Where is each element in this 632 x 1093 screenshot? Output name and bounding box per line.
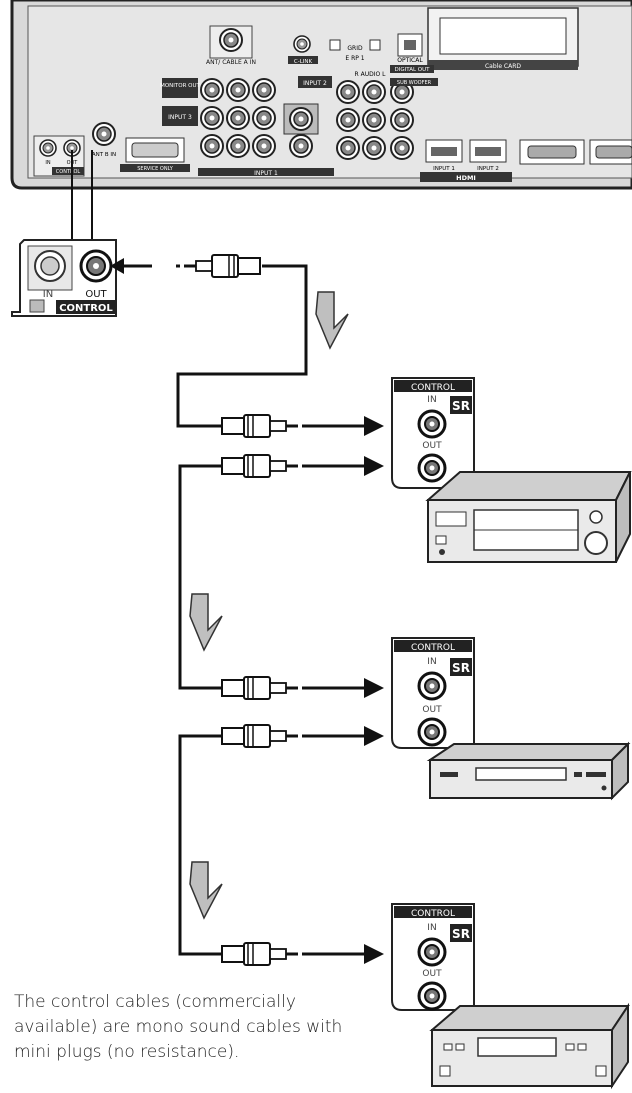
hdmi-input-1-label: INPUT 1 (433, 166, 455, 172)
optical-digital-out: OPTICAL DIGITAL OUT (390, 33, 434, 73)
tv-enlarged-in-label: IN (43, 289, 53, 300)
cable-card-label: Cable CARD (485, 63, 521, 70)
device2-out-label: OUT (422, 705, 442, 715)
sub-woofer-label: SUB WOOFER (397, 80, 432, 86)
cable-device1-to-device2 (178, 453, 384, 701)
monitor-out-label-box: MONITOR OUT (160, 78, 201, 98)
device2-in-label: IN (427, 657, 436, 667)
c-link-jack: C-LINK (288, 35, 318, 65)
device1-out-label: OUT (422, 441, 442, 451)
tv-enlarged-out-label: OUT (85, 289, 107, 300)
hdmi-ports: INPUT 1 INPUT 2 HDMI (420, 139, 512, 182)
tv-control-jacks-small: IN OUT CONTROL (33, 135, 85, 177)
device3-control-title: CONTROL (411, 909, 455, 919)
digital-out-label: DIGITAL OUT (395, 67, 431, 73)
flow-arrow-1 (315, 291, 349, 349)
device1-control-title: CONTROL (411, 383, 455, 393)
device1-vcr (425, 471, 632, 563)
ant-cable-a-label: ANT/ CABLE A IN (206, 59, 256, 66)
device3-out-label: OUT (422, 969, 442, 979)
device3-control-panel: CONTROL IN SR OUT (391, 903, 475, 1011)
device2-sr-badge: SR (452, 661, 470, 675)
input-1-label: INPUT 1 (254, 170, 278, 177)
tv-small-in-label: IN (45, 160, 50, 166)
device1-sr-badge: SR (452, 399, 470, 413)
device1-in-label: IN (427, 395, 436, 405)
optical-label: OPTICAL (397, 57, 423, 64)
service-only-label: SERVICE ONLY (137, 166, 173, 172)
device2-control-panel: CONTROL IN SR OUT (391, 637, 475, 749)
grid-label: GRID (347, 45, 363, 52)
rp-label: E RP 1 (345, 55, 364, 62)
tv-back-panel: Cable CARD ANT/ CABLE A IN C-LINK GRID E… (10, 0, 632, 190)
tv-small-control-label: CONTROL (56, 169, 81, 175)
device3-audio-receiver (429, 1002, 630, 1090)
device3-sr-badge: SR (452, 927, 470, 941)
cable-card-slot: Cable CARD (427, 7, 579, 70)
device2-dvd-player (426, 741, 631, 801)
cable-tv-to-device1 (110, 253, 384, 439)
flow-arrow-3 (189, 861, 223, 919)
device1-control-panel: CONTROL IN SR OUT (391, 377, 475, 489)
grid-switch: GRID E RP 1 (329, 39, 381, 62)
service-only-port: SERVICE ONLY (120, 137, 190, 172)
hdmi-input-2-label: INPUT 2 (477, 166, 499, 172)
cable-device2-to-device3 (178, 723, 384, 967)
ant-cable-a-jack: ANT/ CABLE A IN (206, 25, 256, 66)
input-3-label: INPUT 3 (168, 114, 192, 121)
tv-control-jack-enlarged: IN OUT CONTROL (11, 239, 117, 317)
input-2-label: INPUT 2 (303, 80, 327, 87)
monitor-out-label: MONITOR OUT (160, 83, 200, 89)
ant-b-in-label: ANT B IN (92, 152, 116, 158)
caption-line-1: The control cables (commercially (14, 992, 296, 1012)
c-link-label: C-LINK (294, 59, 313, 65)
tv-enlarged-control-label: CONTROL (59, 303, 113, 314)
flow-arrow-2 (189, 593, 223, 651)
r-audio-l-label: R AUDIO L (355, 71, 387, 78)
caption-line-2: available) are mono sound cables with (14, 1017, 343, 1037)
device2-control-title: CONTROL (411, 643, 455, 653)
caption-line-3: mini plugs (no resistance). (14, 1042, 240, 1062)
caption-text: The control cables (commercially availab… (14, 990, 414, 1065)
device3-in-label: IN (427, 923, 436, 933)
hdmi-label: HDMI (456, 174, 476, 182)
